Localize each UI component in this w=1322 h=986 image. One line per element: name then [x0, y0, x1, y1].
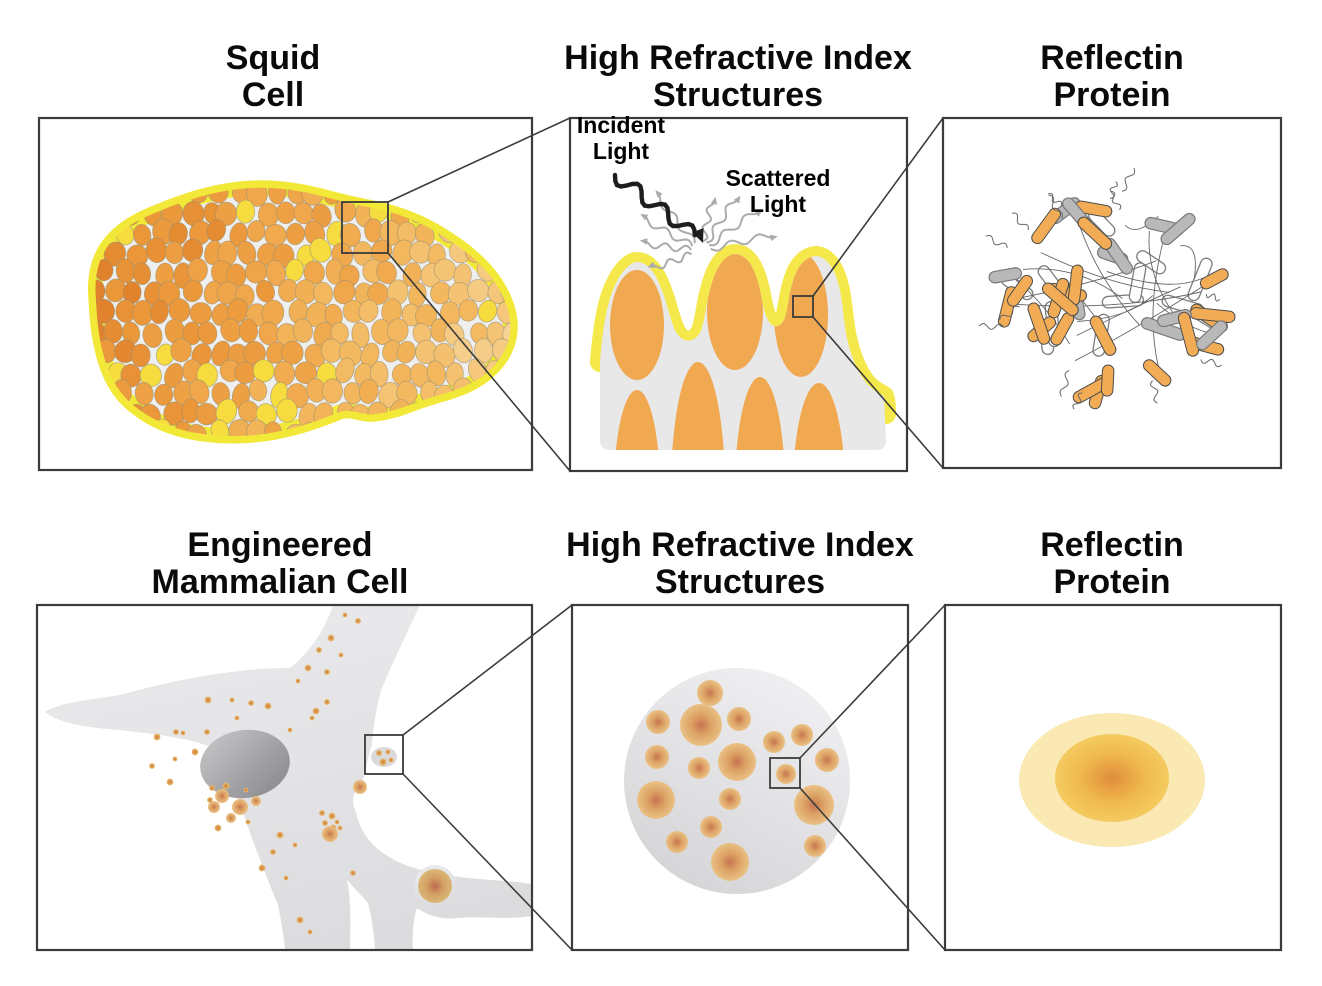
title-line: Engineered — [187, 526, 373, 564]
reflectin-droplet — [791, 724, 813, 746]
label-line: Light — [592, 138, 650, 164]
reflectin-droplet — [697, 680, 723, 706]
reflectin-droplet — [718, 743, 756, 781]
zoom-connector-line — [387, 117, 571, 203]
protein-droplet-large — [418, 869, 452, 903]
label-line: Incident — [576, 112, 666, 138]
scattered-arrowhead — [733, 195, 741, 204]
zoom-region-square — [769, 757, 801, 789]
hri-platelets — [610, 254, 845, 450]
title-line: Squid — [225, 39, 321, 77]
panel-title-hri-structures-bottom: High Refractive Index Structures — [540, 527, 940, 601]
zoom-connector-line — [402, 604, 573, 736]
mammalian-cell — [45, 605, 532, 950]
scattered-arrowhead — [655, 190, 663, 198]
incident-arrowhead — [692, 228, 704, 243]
panel-frame-reflectin-protein-top — [941, 116, 1283, 470]
title-line: Structures — [654, 563, 826, 601]
scattered-arrowhead — [639, 238, 648, 245]
title-line: Cell — [241, 76, 305, 114]
scattered-arrowhead — [647, 261, 656, 268]
zoom-connector-line — [387, 252, 571, 472]
reflectin-droplet — [804, 835, 826, 857]
reflectin-droplet — [776, 764, 796, 784]
reflectin-rod-cluster — [978, 168, 1236, 410]
zoom-region-square — [792, 295, 814, 318]
label-incident-light: Incident Light — [546, 112, 696, 164]
title-line: High Refractive Index — [566, 526, 914, 564]
zoom-connector-line — [812, 316, 944, 469]
panel-title-engineered-mammalian-cell: Engineered Mammalian Cell — [110, 527, 450, 601]
reflectin-droplet — [637, 781, 675, 819]
panel-frame-squid-cell — [37, 116, 534, 472]
zoom-region-square — [364, 734, 404, 775]
zoom-connector-line — [402, 773, 573, 951]
title-line: High Refractive Index — [564, 39, 912, 77]
reflectin-droplet — [815, 748, 839, 772]
reflectin-droplet — [719, 788, 741, 810]
panel-frame-reflectin-protein-bottom — [943, 603, 1283, 952]
reflectin-droplet — [700, 816, 722, 838]
condensate-core — [1055, 734, 1169, 822]
title-line: Protein — [1053, 563, 1171, 601]
scattered-light-arrows — [639, 190, 778, 270]
panel-title-squid-cell: Squid Cell — [123, 40, 423, 114]
scattered-arrowhead — [769, 234, 778, 242]
panel-frame-hri-structures-bottom — [570, 603, 910, 952]
reflectin-droplet — [646, 710, 670, 734]
label-scattered-light: Scattered Light — [703, 165, 853, 217]
vesicle-in-zoom-square — [371, 747, 397, 767]
zoom-connector-line — [799, 604, 946, 759]
title-line: Protein — [1053, 76, 1171, 114]
panel-title-reflectin-protein-bottom: Reflectin Protein — [962, 527, 1262, 601]
zoom-region-square — [341, 201, 389, 254]
incident-light-arrow — [612, 172, 704, 243]
zoom-connector-line — [812, 117, 944, 297]
title-line: Structures — [652, 76, 824, 114]
label-line: Scattered — [725, 165, 831, 191]
reflectin-droplet — [666, 831, 688, 853]
reflectin-droplet — [727, 707, 751, 731]
cell-nucleus — [200, 729, 290, 799]
title-line: Reflectin — [1040, 39, 1184, 77]
scattered-arrowhead — [754, 209, 763, 217]
panel-title-reflectin-protein-top: Reflectin Protein — [962, 40, 1262, 114]
panel-title-hri-structures-top: High Refractive Index Structures — [538, 40, 938, 114]
reflectin-droplet — [688, 757, 710, 779]
label-line: Light — [749, 191, 807, 217]
reflectin-droplet — [763, 731, 785, 753]
reflectin-droplet — [645, 745, 669, 769]
reflectin-droplet — [711, 843, 749, 881]
title-line: Mammalian Cell — [151, 563, 409, 601]
panel-frame-engineered-mammalian-cell — [35, 603, 534, 952]
mammalian-cell-body — [45, 605, 532, 950]
panel-frame-hri-structures-top — [568, 116, 909, 473]
title-line: Reflectin — [1040, 526, 1184, 564]
vesicle-with-droplets — [624, 668, 850, 894]
scattered-arrowhead — [640, 214, 649, 221]
reflectin-droplet — [680, 704, 722, 746]
scattered-arrowhead — [710, 196, 718, 205]
reflectin-condensate — [1019, 713, 1205, 847]
zoom-connector-line — [799, 787, 946, 951]
